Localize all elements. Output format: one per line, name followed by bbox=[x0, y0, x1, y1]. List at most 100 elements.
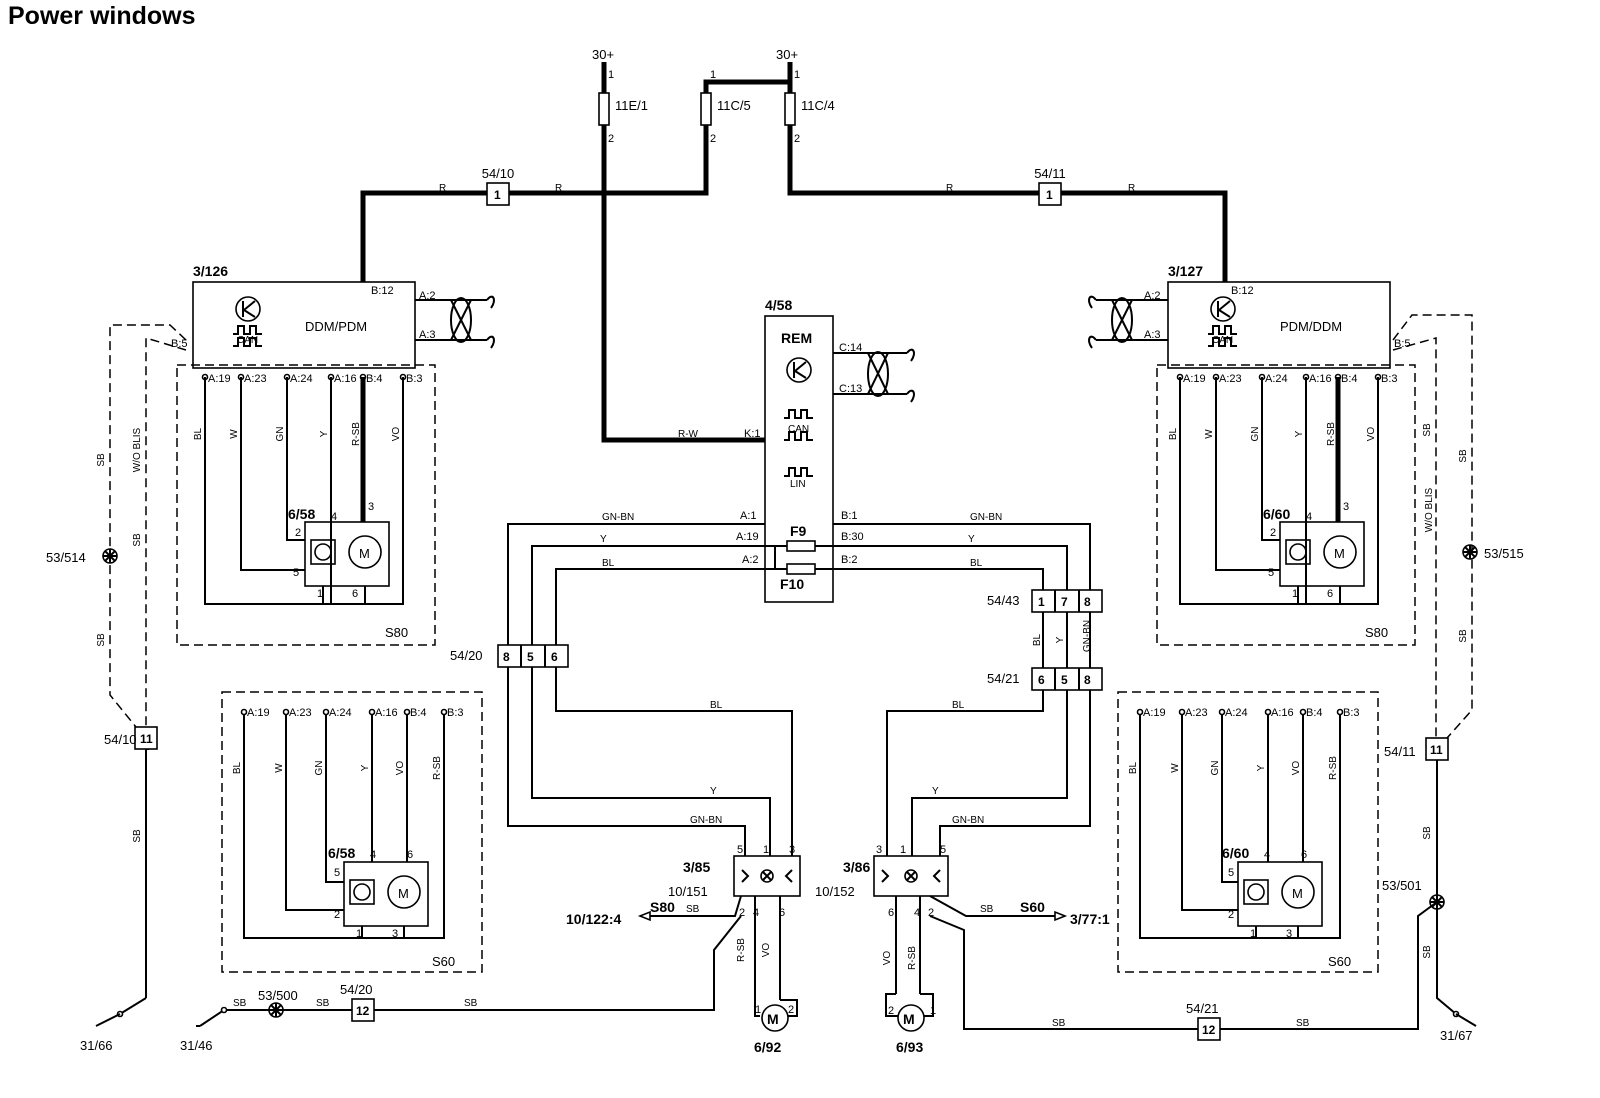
motor-id: 6/60 bbox=[1263, 506, 1290, 522]
bus-break bbox=[906, 348, 915, 403]
wire-label: SB bbox=[980, 904, 994, 915]
pin-dot bbox=[1264, 708, 1272, 716]
wire-label: SB bbox=[96, 453, 107, 467]
motor-icon bbox=[1281, 875, 1315, 909]
wire-sb bbox=[1220, 901, 1438, 1030]
pin: 8 bbox=[1084, 673, 1091, 687]
fuse-f9 bbox=[786, 540, 816, 552]
s60-boundary-right bbox=[1117, 691, 1379, 973]
wire-label: GN-BN bbox=[952, 815, 984, 826]
ground-3166: 31/66 bbox=[80, 1038, 113, 1053]
pin-dot bbox=[240, 708, 248, 716]
can-label: CAN bbox=[1212, 335, 1233, 346]
wire-label: GN bbox=[1210, 761, 1221, 776]
wire-label: GN bbox=[1250, 427, 1261, 442]
motor-icon bbox=[387, 875, 421, 909]
splice-label: 53/515 bbox=[1484, 546, 1524, 561]
motor-icon bbox=[348, 535, 382, 569]
can-label: CAN bbox=[237, 335, 258, 346]
pin-label: A:24 bbox=[1265, 373, 1288, 385]
c5421-label: 54/21 bbox=[987, 671, 1020, 686]
wire-label: BL bbox=[193, 427, 204, 440]
pin-num: 2 bbox=[295, 527, 301, 539]
wire-gn bbox=[286, 377, 305, 541]
wire-loop bbox=[243, 714, 445, 939]
wire-gn bbox=[1261, 377, 1280, 541]
c5411-pin: 1 bbox=[1046, 188, 1053, 202]
pin-a2: A:2 bbox=[742, 554, 759, 566]
wire-w bbox=[1181, 714, 1238, 911]
wire-label: SB bbox=[1422, 423, 1433, 437]
bus-twist bbox=[450, 299, 472, 341]
module-name-right: PDM/DDM bbox=[1280, 319, 1342, 334]
pin-b1: B:1 bbox=[841, 510, 858, 522]
fuse-11e1-pin2: 2 bbox=[608, 133, 614, 145]
c5420-low: 54/20 bbox=[340, 982, 373, 997]
pin-num: 5 bbox=[1228, 867, 1234, 879]
rem-name: REM bbox=[781, 330, 812, 346]
wire-label: SB bbox=[132, 829, 143, 843]
wire-label-r: R bbox=[946, 183, 953, 194]
wire-gn bbox=[1221, 714, 1238, 883]
wire-label: BL bbox=[602, 558, 615, 569]
pin: 8 bbox=[1084, 595, 1091, 609]
ref-10122: 10/122:4 bbox=[566, 911, 621, 927]
ground-3167: 31/67 bbox=[1440, 1028, 1473, 1043]
wire-label: R-SB bbox=[736, 938, 747, 962]
wire-label: Y bbox=[600, 534, 607, 545]
wire-label: R-SB bbox=[351, 422, 362, 446]
wire-label: SB bbox=[96, 633, 107, 647]
pin-label: A:19 bbox=[1143, 707, 1166, 719]
wire-label: R-SB bbox=[432, 756, 443, 780]
bus-twist bbox=[1111, 299, 1133, 341]
pin-dot bbox=[368, 708, 376, 716]
fuse-11c5-pin2: 2 bbox=[710, 133, 716, 145]
pin-num: 4 bbox=[331, 511, 337, 523]
wire-label: BL bbox=[232, 761, 243, 774]
pin-dot bbox=[440, 708, 448, 716]
ground bbox=[1455, 1013, 1477, 1027]
module-id-left: 3/126 bbox=[193, 263, 228, 279]
wire-label: Y bbox=[710, 786, 717, 797]
wire bbox=[780, 999, 798, 1017]
k-icon bbox=[793, 361, 807, 379]
wire-label: VO bbox=[391, 427, 402, 442]
module-name-left: DDM/PDM bbox=[305, 319, 367, 334]
pin-num: 5 bbox=[737, 844, 743, 856]
connector-5410-top bbox=[486, 182, 510, 206]
wire-label-rw: R-W bbox=[678, 429, 699, 440]
wire-bl bbox=[833, 568, 1044, 856]
pin-num: 4 bbox=[753, 907, 759, 919]
wire-label: GN-BN bbox=[970, 512, 1002, 523]
switch-id: 3/86 bbox=[843, 859, 870, 875]
wire-label: SB bbox=[1458, 629, 1469, 643]
pin-label: A:19 bbox=[1183, 373, 1206, 385]
lamp-icon bbox=[760, 869, 774, 883]
wire-label: R-SB bbox=[1328, 756, 1339, 780]
wire-sb bbox=[1436, 909, 1457, 1015]
bus-twist bbox=[450, 297, 472, 343]
splice-icon bbox=[1463, 545, 1477, 559]
pin-label: B:4 bbox=[410, 707, 427, 719]
c5411-low: 54/11 bbox=[1384, 744, 1416, 759]
wire-r-right bbox=[787, 125, 1228, 282]
wire-label: R-SB bbox=[907, 946, 918, 970]
k-icon bbox=[1217, 300, 1231, 318]
k-icon bbox=[1210, 296, 1236, 322]
pin-num: 4 bbox=[1264, 849, 1270, 861]
wire-label: BL bbox=[1168, 427, 1179, 440]
wire-label: S60 bbox=[1020, 899, 1045, 915]
pin-a3: A:3 bbox=[419, 329, 436, 341]
pin-label: A:19 bbox=[247, 707, 270, 719]
wire-w bbox=[285, 714, 344, 911]
wire-label: Y bbox=[932, 786, 939, 797]
c5420-label: 54/20 bbox=[450, 648, 483, 663]
pin: 11 bbox=[140, 732, 153, 746]
lin-icon bbox=[784, 467, 813, 477]
c5410-pin: 1 bbox=[494, 188, 501, 202]
wire-sb bbox=[929, 895, 1065, 917]
wire-bl bbox=[555, 568, 793, 856]
wire-sb bbox=[640, 895, 742, 917]
pin-num: 3 bbox=[392, 928, 398, 940]
pin-num: 1 bbox=[356, 928, 362, 940]
